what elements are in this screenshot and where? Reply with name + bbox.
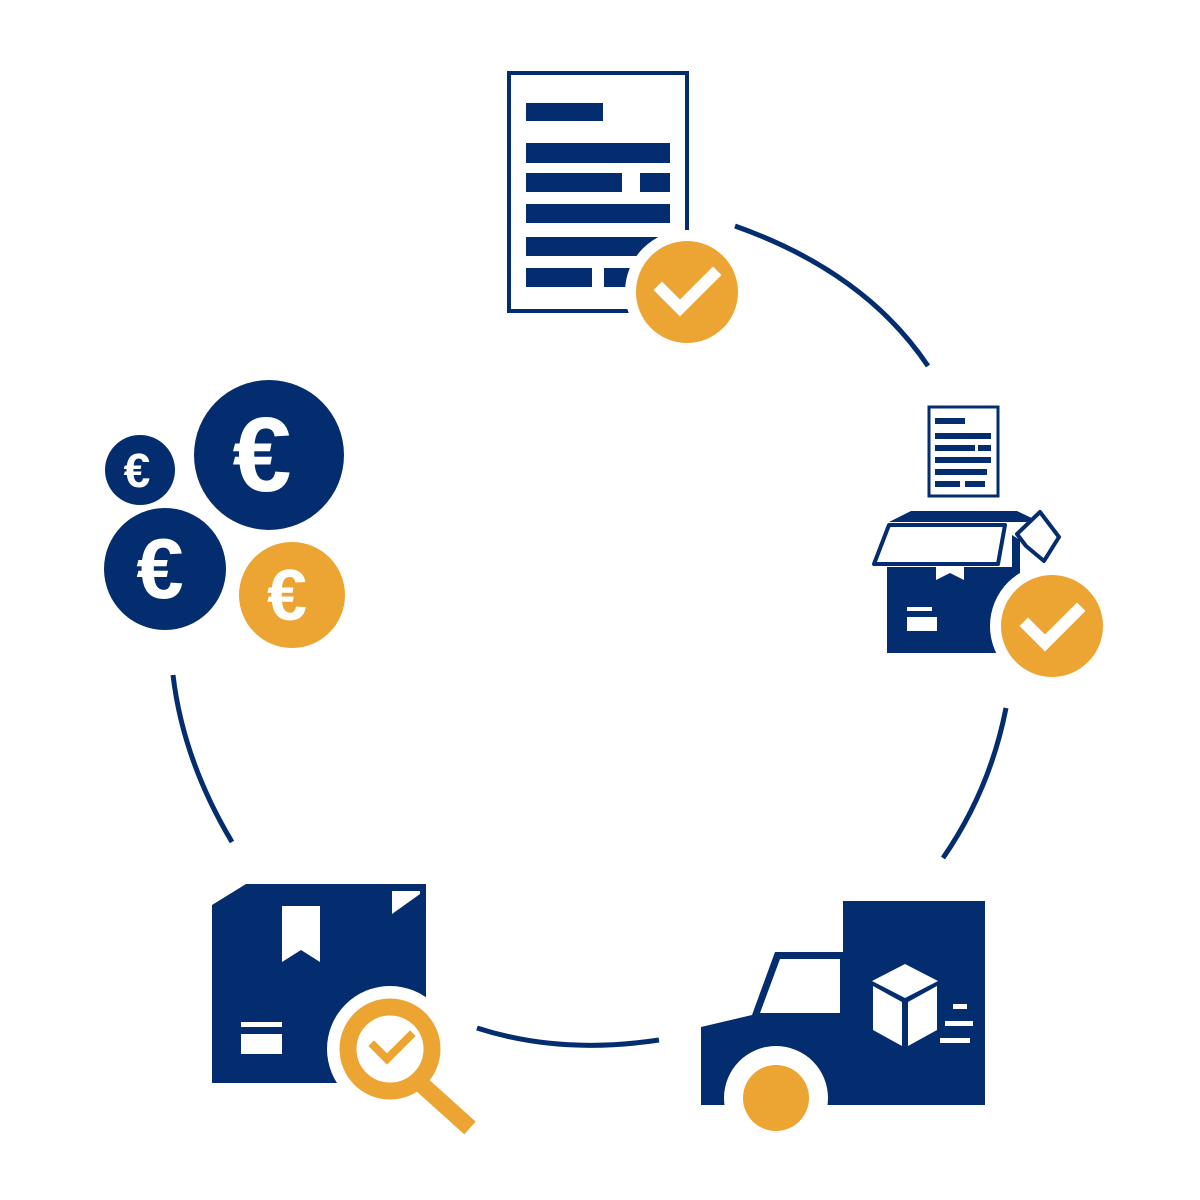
box-left-flap <box>872 523 1007 566</box>
document-line <box>526 143 670 163</box>
box-label-line <box>241 1022 282 1027</box>
packing-slip-line <box>935 418 965 424</box>
document-line <box>640 173 670 192</box>
speed-line <box>953 1004 967 1009</box>
box-label <box>907 617 937 631</box>
box-inspection-magnifier-icon <box>212 884 476 1135</box>
connector-package-to-truck <box>940 707 1009 860</box>
connector-truck-to-inspection <box>476 1025 660 1048</box>
packing-slip-line <box>935 481 960 487</box>
parcel-cube-icon <box>872 964 938 1046</box>
check-icon <box>368 1030 416 1065</box>
check-icon <box>1019 602 1086 652</box>
speed-line <box>945 1021 973 1026</box>
road-gap <box>700 1105 990 1135</box>
packing-slip-line <box>965 481 985 487</box>
connector-inspection-to-payment <box>170 674 235 844</box>
packing-slip-line <box>935 433 991 439</box>
packing-slip-line <box>978 445 991 451</box>
euro-symbol: € <box>233 396 292 514</box>
document-line <box>526 237 670 256</box>
truck-wheel <box>743 1065 809 1131</box>
order-document-check-icon <box>507 71 749 354</box>
euro-coin-large <box>194 380 344 530</box>
document-line <box>526 204 670 223</box>
box-tape <box>936 567 964 580</box>
euro-symbol: € <box>267 556 307 636</box>
speed-line <box>940 1038 970 1043</box>
box-tape-top <box>320 884 350 906</box>
box-tape <box>282 906 320 962</box>
document-line <box>526 268 592 287</box>
box-right-flap <box>1015 510 1061 563</box>
packing-slip-line <box>935 445 975 451</box>
document-line <box>526 173 622 192</box>
packing-slip-line <box>935 457 991 463</box>
document-line <box>526 103 603 121</box>
packed-box-with-document-check-icon <box>872 405 1114 688</box>
euro-coin-small <box>105 435 175 505</box>
check-icon <box>653 266 722 317</box>
truck-window <box>760 959 840 1013</box>
box-back-rim <box>889 511 1040 522</box>
euro-symbol: € <box>124 445 151 498</box>
check-badge <box>636 241 738 343</box>
cycle-connectors <box>170 223 1009 1048</box>
euro-coin-accent <box>239 542 345 648</box>
box-label-line <box>907 607 932 611</box>
euro-symbol: € <box>136 522 183 617</box>
box-label <box>241 1034 282 1054</box>
packing-slip-line <box>935 469 987 475</box>
check-badge <box>1001 575 1103 677</box>
connector-document-to-package <box>734 223 931 368</box>
euro-coin-medium <box>104 508 226 630</box>
euro-coins-icon: € € € € <box>104 380 345 648</box>
magnifier-handle <box>414 1076 476 1135</box>
magnifier-lens <box>339 998 441 1100</box>
delivery-truck-icon <box>700 901 990 1150</box>
